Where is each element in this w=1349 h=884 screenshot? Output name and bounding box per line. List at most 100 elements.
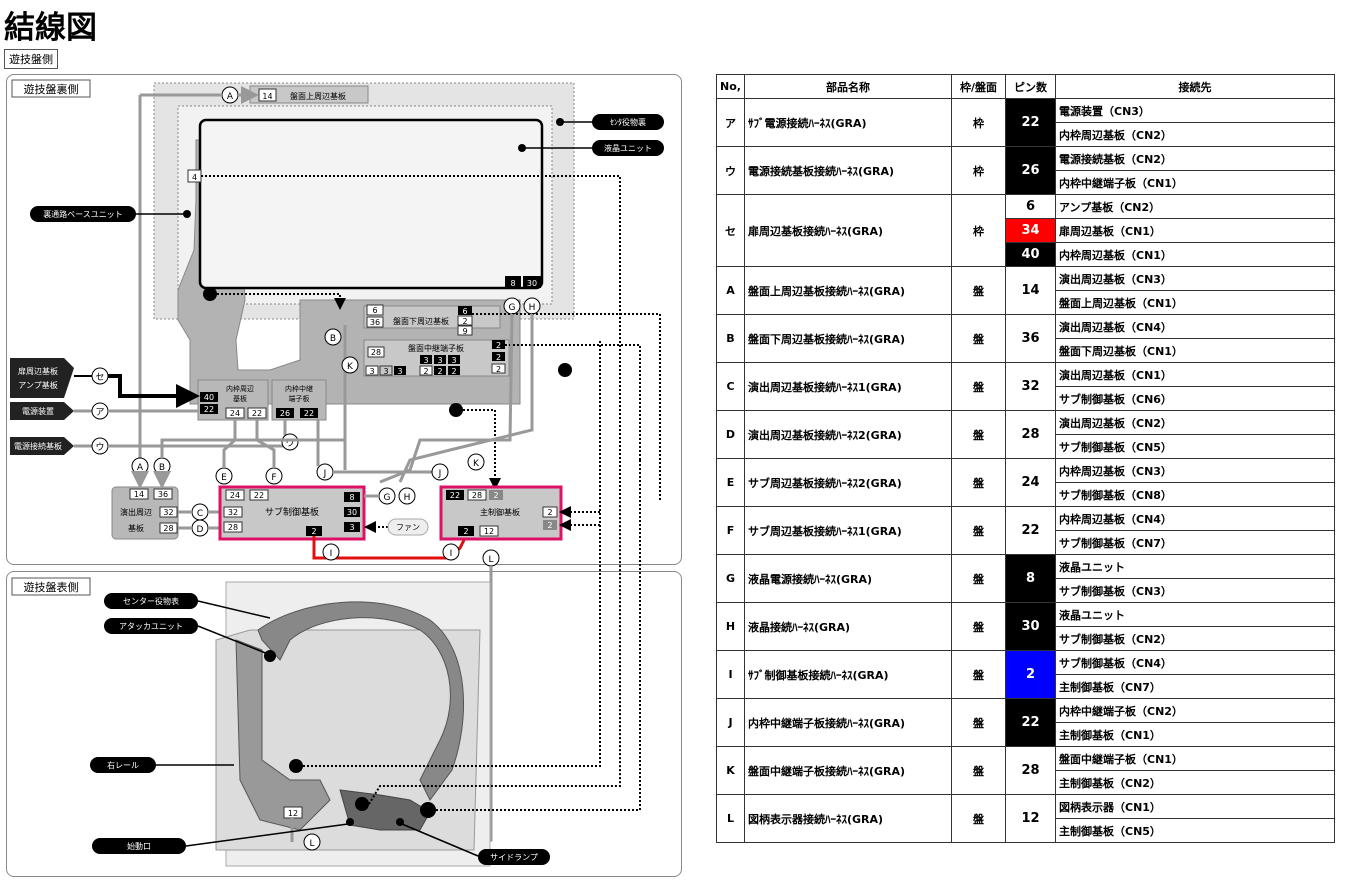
pin-2-main-c: 2	[547, 521, 552, 530]
cell-destination: 主制御基板（CN7）	[1055, 674, 1335, 699]
main-pin-2d	[458, 526, 474, 536]
pin-22-relay: 22	[304, 409, 314, 418]
cell-pin-count: 24	[1005, 458, 1056, 507]
leader-center-front	[197, 600, 271, 619]
callout-right-rail-text: 右レール	[107, 760, 139, 770]
pin-2-main-d: 2	[463, 527, 468, 536]
relay-pins-3: 3 3 3 2 2 2 3 3 3 2 2 2	[365, 340, 506, 376]
cell-no: I	[716, 650, 745, 699]
effect-pin-36	[153, 488, 173, 500]
header-part: 部品名称	[744, 74, 952, 99]
lower-periph-label: 盤面下周辺基板	[393, 316, 449, 326]
cell-pin-count: 32	[1005, 362, 1056, 411]
front-dot-3	[420, 802, 436, 818]
callout-center-yaku-front	[104, 593, 198, 609]
main-pin-2b	[542, 506, 558, 518]
cell-destination: 液晶ユニット	[1055, 554, 1335, 579]
harness-front-1	[303, 340, 601, 767]
cell-pin-count: 22	[1005, 98, 1056, 147]
pin-22-inner: 22	[204, 405, 214, 414]
lcd-pin-8	[505, 276, 521, 288]
header-pins: ピン数	[1005, 74, 1056, 99]
rail-shape	[235, 639, 331, 831]
inner-periph-label-1: 内枠周辺	[226, 384, 254, 393]
back-panel-tag-box	[11, 79, 91, 98]
sub-pin-3	[344, 522, 360, 532]
pin-4: 4	[192, 173, 197, 182]
pin-8-lcd: 8	[510, 279, 515, 288]
svg-text:3: 3	[437, 356, 442, 365]
svg-text:3: 3	[451, 356, 456, 365]
pin-32-effect: 32	[163, 508, 173, 517]
cell-side: 盤	[951, 362, 1006, 411]
cell-part-name: 図柄表示器接続ﾊｰﾈｽ(GRA)	[744, 794, 952, 843]
letter-d: D	[197, 525, 204, 535]
cell-destination: 演出周辺基板（CN4）	[1055, 314, 1335, 339]
callout-side-lamp	[478, 849, 550, 865]
inner-pin-24	[225, 407, 245, 419]
pin-28-sub: 28	[228, 523, 238, 532]
cell-part-name: 液晶接続ﾊｰﾈｽ(GRA)	[744, 602, 952, 651]
letter-g-bottom: G	[384, 493, 391, 503]
pin-2-lower-r: 2	[462, 317, 467, 326]
harness-h	[398, 314, 534, 483]
front-dot-1	[289, 759, 303, 773]
svg-text:2: 2	[451, 367, 456, 376]
cell-destination: 盤面上周辺基板（CN1）	[1055, 290, 1335, 315]
marker-l-bottom	[303, 833, 321, 851]
pin-2-main-a: 2	[493, 491, 498, 500]
cell-pin-count: 28	[1005, 410, 1056, 459]
pin-40: 40	[204, 393, 214, 402]
sub-pin-30	[344, 507, 360, 517]
connection-table: No, 部品名称 枠/盤面 ピン数 接続先 アｻﾌﾞ電源接続ﾊｰﾈｽ(GRA)枠…	[716, 74, 1335, 843]
sub-pin-28	[223, 521, 243, 533]
table-row: 内枠中継端子板（CN1）	[717, 170, 1335, 195]
inner-pin-40	[200, 392, 218, 402]
letter-i-left: I	[330, 549, 333, 559]
callout-start	[92, 838, 186, 854]
marker-j-right	[431, 463, 449, 481]
table-row: サブ制御基板（CN3）	[717, 578, 1335, 603]
callout-center-yaku-front-text: センター役物表	[123, 596, 179, 606]
letter-a-top: A	[227, 92, 234, 102]
effect-label-1: 演出周辺	[120, 507, 152, 517]
svg-text:3: 3	[369, 367, 374, 376]
cell-side: 盤	[951, 554, 1006, 603]
letter-g-top: G	[509, 303, 516, 313]
pin-28-effect: 28	[163, 524, 173, 533]
pin-14-effect: 14	[134, 490, 144, 499]
cell-part-name: 演出周辺基板接続ﾊｰﾈｽ2(GRA)	[744, 410, 952, 459]
letter-u-right: ウ	[285, 438, 294, 449]
svg-text:3: 3	[423, 356, 428, 365]
cell-no: E	[716, 458, 745, 507]
cell-no: ウ	[716, 146, 745, 195]
sub-pin-24	[225, 489, 245, 501]
cell-side: 盤	[951, 698, 1006, 747]
cell-destination: 内枠周辺基板（CN1）	[1055, 242, 1335, 267]
letter-l-bottom: L	[309, 839, 314, 849]
sub-pin-32	[223, 506, 243, 518]
main-pin-12	[479, 525, 499, 537]
sub-pin-22	[249, 489, 269, 501]
cell-no: K	[716, 746, 745, 795]
cell-destination: 演出周辺基板（CN3）	[1055, 266, 1335, 291]
lower-pin-2r	[457, 315, 473, 326]
cell-side: 枠	[951, 146, 1006, 195]
inner-periph-label-2: 基板	[233, 394, 247, 403]
sub-pin-2	[306, 526, 322, 536]
callout-lcd-text: 液晶ユニット	[604, 143, 652, 153]
pin-24-inner: 24	[230, 409, 240, 418]
cell-part-name: 演出周辺基板接続ﾊｰﾈｽ1(GRA)	[744, 362, 952, 411]
cell-pin-count: 22	[1005, 698, 1056, 747]
center-yaku-shape	[257, 601, 464, 801]
cell-no: D	[716, 410, 745, 459]
cell-part-name: 内枠中継端子板接続ﾊｰﾈｽ(GRA)	[744, 698, 952, 747]
cell-side: 盤	[951, 314, 1006, 363]
letter-h-top: H	[529, 303, 536, 313]
cell-part-name: サブ周辺基板接続ﾊｰﾈｽ2(GRA)	[744, 458, 952, 507]
effect-pin-32	[159, 506, 178, 518]
effect-pin-14	[129, 488, 149, 500]
marker-k-right	[467, 453, 485, 471]
cell-destination: 盤面下周辺基板（CN1）	[1055, 338, 1335, 363]
